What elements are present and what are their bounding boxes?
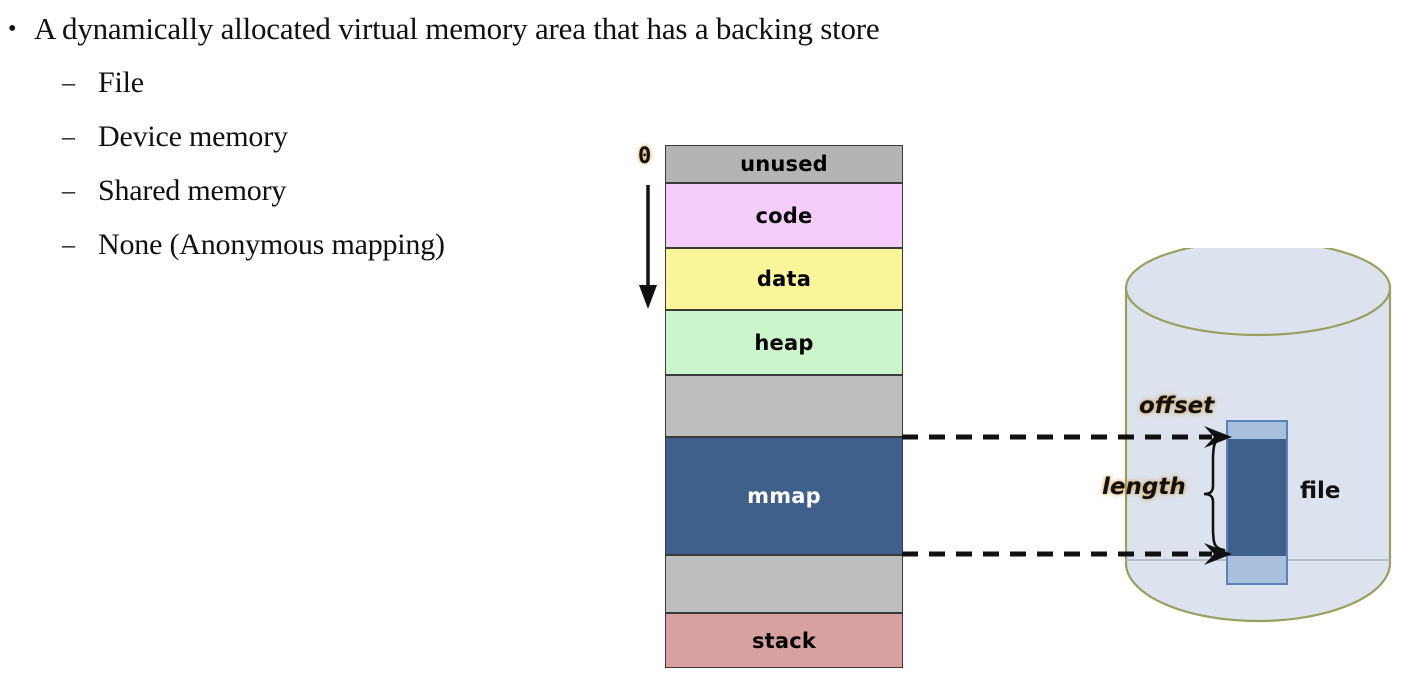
sub-bullet-item-shared-memory: – Shared memory bbox=[62, 170, 286, 212]
virtual-memory-layout: unused code data heap mmap stack bbox=[665, 145, 903, 668]
mem-block-unused: unused bbox=[665, 145, 903, 183]
mmap-end-connector-arrow-icon bbox=[902, 543, 1232, 565]
mmap-start-connector-arrow-icon bbox=[902, 426, 1232, 448]
mapped-file-region-body bbox=[1228, 439, 1286, 556]
mem-block-stack: stack bbox=[665, 613, 903, 668]
mem-block-heap: heap bbox=[665, 310, 903, 375]
sub-bullet-text-file: File bbox=[98, 66, 144, 99]
sub-bullet-item-file: – File bbox=[62, 62, 144, 104]
mem-block-data: data bbox=[665, 248, 903, 310]
mapped-file-region bbox=[1226, 420, 1288, 585]
length-brace-icon bbox=[1203, 436, 1226, 552]
dash-marker-icon: – bbox=[62, 176, 75, 205]
bullet-text-primary: A dynamically allocated virtual memory a… bbox=[34, 11, 880, 46]
sub-bullet-item-device-memory: – Device memory bbox=[62, 116, 288, 158]
mem-block-gap-lower bbox=[665, 555, 903, 613]
file-label: file bbox=[1300, 478, 1341, 504]
dash-marker-icon: – bbox=[62, 122, 75, 151]
dash-marker-icon: – bbox=[62, 230, 75, 259]
bullet-item-primary: • A dynamically allocated virtual memory… bbox=[8, 8, 880, 50]
offset-label: offset bbox=[1139, 393, 1215, 419]
mem-block-code: code bbox=[665, 183, 903, 248]
sub-bullet-text-device-memory: Device memory bbox=[98, 120, 288, 153]
length-label: length bbox=[1102, 474, 1186, 500]
sub-bullet-item-none-anonymous: – None (Anonymous mapping) bbox=[62, 224, 445, 266]
sub-bullet-text-shared-memory: Shared memory bbox=[98, 174, 287, 207]
bullet-marker-icon: • bbox=[8, 16, 17, 42]
address-growth-arrow-icon bbox=[639, 185, 657, 309]
mem-block-gap-upper bbox=[665, 375, 903, 437]
mem-block-mmap: mmap bbox=[665, 437, 903, 555]
sub-bullet-text-none-anonymous: None (Anonymous mapping) bbox=[98, 228, 445, 261]
address-zero-label: 0 bbox=[638, 144, 652, 169]
dash-marker-icon: – bbox=[62, 68, 75, 97]
